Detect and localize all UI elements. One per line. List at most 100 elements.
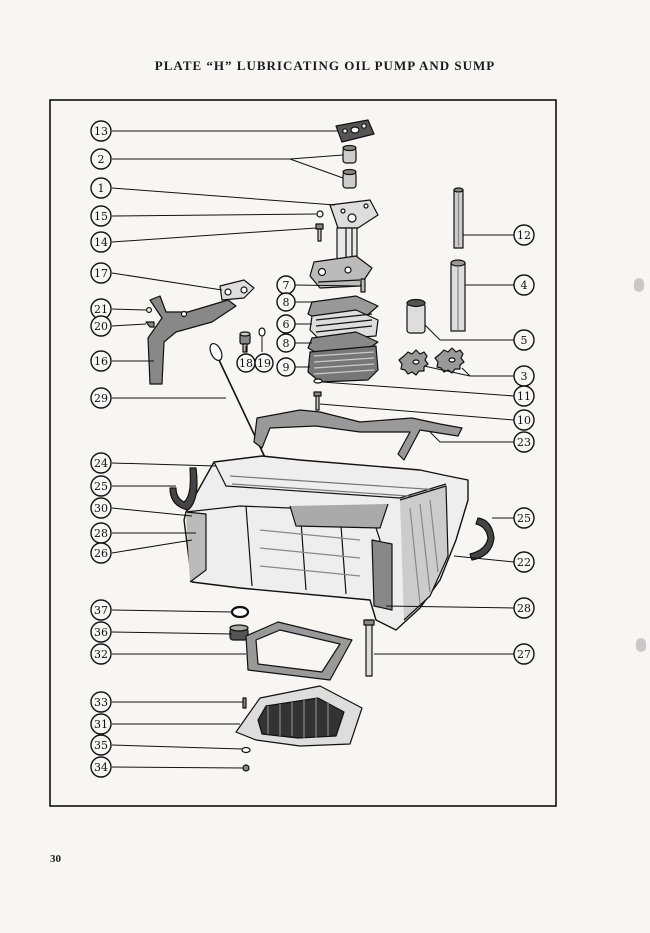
callout-28: 28 bbox=[90, 522, 112, 544]
callout-6: 6 bbox=[276, 314, 296, 334]
callout-25: 25 bbox=[90, 475, 112, 497]
svg-text:10: 10 bbox=[517, 414, 531, 427]
bolt-part bbox=[315, 223, 324, 242]
pump-bush-part bbox=[342, 144, 357, 189]
svg-text:8: 8 bbox=[283, 296, 290, 309]
svg-text:35: 35 bbox=[94, 739, 108, 752]
svg-text:20: 20 bbox=[94, 320, 108, 333]
svg-text:4: 4 bbox=[521, 279, 528, 292]
callout-13: 13 bbox=[90, 120, 112, 142]
nut-part bbox=[242, 764, 250, 772]
callout-17: 17 bbox=[90, 262, 112, 284]
callout-8: 8 bbox=[276, 292, 296, 312]
page-number: 30 bbox=[50, 853, 61, 865]
svg-text:23: 23 bbox=[517, 436, 531, 449]
callouts: 13 2 1 15 14 17 21 20 16 29 24 25 30 28 … bbox=[90, 120, 535, 778]
callout-34: 34 bbox=[90, 756, 112, 778]
pin-part bbox=[360, 278, 366, 293]
callout-28: 28 bbox=[513, 597, 535, 619]
pump-flange-gasket-part bbox=[335, 119, 375, 143]
drain-washer-part bbox=[230, 605, 250, 619]
svg-text:27: 27 bbox=[517, 648, 531, 661]
svg-text:25: 25 bbox=[517, 512, 531, 525]
svg-text:33: 33 bbox=[94, 696, 108, 709]
drain-plug-part bbox=[239, 327, 266, 353]
svg-text:2: 2 bbox=[98, 153, 105, 166]
callout-26: 26 bbox=[90, 542, 112, 564]
svg-text:3: 3 bbox=[521, 370, 528, 383]
nut-part bbox=[146, 307, 153, 314]
svg-text:12: 12 bbox=[517, 229, 531, 242]
callout-24: 24 bbox=[90, 452, 112, 474]
washer-part bbox=[241, 746, 251, 754]
callout-19: 19 bbox=[254, 353, 274, 373]
svg-text:7: 7 bbox=[283, 279, 290, 292]
svg-text:25: 25 bbox=[94, 480, 108, 493]
sump-pan-part bbox=[183, 455, 469, 631]
svg-text:17: 17 bbox=[94, 267, 108, 280]
callout-18: 18 bbox=[236, 353, 256, 373]
svg-text:13: 13 bbox=[94, 125, 108, 138]
callout-21: 21 bbox=[90, 298, 112, 320]
callout-8: 8 bbox=[276, 333, 296, 353]
svg-text:6: 6 bbox=[283, 318, 290, 331]
split-pin-part bbox=[242, 697, 247, 709]
callout-25: 25 bbox=[513, 507, 535, 529]
svg-text:18: 18 bbox=[239, 357, 253, 370]
svg-text:37: 37 bbox=[94, 604, 108, 617]
callout-33: 33 bbox=[90, 691, 112, 713]
svg-text:9: 9 bbox=[283, 361, 290, 374]
callout-7: 7 bbox=[276, 275, 296, 295]
callout-37: 37 bbox=[90, 599, 112, 621]
callout-32: 32 bbox=[90, 643, 112, 665]
svg-text:24: 24 bbox=[94, 457, 108, 470]
callout-9: 9 bbox=[276, 357, 296, 377]
pump-spindle-part bbox=[453, 187, 464, 249]
svg-text:15: 15 bbox=[94, 210, 108, 223]
strainer-cover-part bbox=[235, 685, 363, 747]
svg-text:34: 34 bbox=[94, 761, 108, 774]
svg-text:19: 19 bbox=[257, 357, 271, 370]
drain-plug-part bbox=[229, 624, 249, 641]
svg-text:8: 8 bbox=[283, 337, 290, 350]
callout-10: 10 bbox=[513, 409, 535, 431]
svg-text:28: 28 bbox=[517, 602, 531, 615]
svg-text:32: 32 bbox=[94, 648, 108, 661]
sump-gasket-part bbox=[253, 409, 463, 461]
pump-gears-part bbox=[398, 347, 465, 376]
flange-gasket-part bbox=[219, 279, 255, 301]
stud-part bbox=[145, 321, 155, 328]
svg-text:29: 29 bbox=[94, 392, 108, 405]
svg-text:11: 11 bbox=[517, 390, 531, 403]
pump-body-part bbox=[309, 199, 379, 289]
svg-text:31: 31 bbox=[94, 718, 108, 731]
strainer-stack-part bbox=[307, 295, 379, 383]
svg-text:22: 22 bbox=[517, 556, 531, 569]
drive-bush-part bbox=[406, 298, 426, 334]
callout-2: 2 bbox=[90, 148, 112, 170]
svg-text:21: 21 bbox=[94, 303, 108, 316]
callout-4: 4 bbox=[513, 274, 535, 296]
callout-35: 35 bbox=[90, 734, 112, 756]
bolt-part bbox=[313, 391, 322, 411]
callout-22: 22 bbox=[513, 551, 535, 573]
seal-part bbox=[469, 517, 495, 561]
callout-14: 14 bbox=[90, 231, 112, 253]
leader-lines bbox=[111, 130, 515, 769]
dipstick-part bbox=[209, 342, 271, 469]
callout-31: 31 bbox=[90, 713, 112, 735]
callout-30: 30 bbox=[90, 497, 112, 519]
plate-title: PLATE “H” LUBRICATING OIL PUMP AND SUMP bbox=[154, 58, 496, 73]
callout-11: 11 bbox=[513, 385, 535, 407]
strainer-gasket-part bbox=[245, 621, 353, 681]
callout-16: 16 bbox=[90, 350, 112, 372]
svg-text:30: 30 bbox=[94, 502, 108, 515]
seal-part bbox=[169, 467, 198, 511]
pump-shaft-part bbox=[450, 259, 466, 332]
callout-29: 29 bbox=[90, 387, 112, 409]
callout-36: 36 bbox=[90, 621, 112, 643]
washer-part bbox=[316, 210, 324, 218]
callout-20: 20 bbox=[90, 315, 112, 337]
support-bracket-part bbox=[147, 295, 237, 385]
